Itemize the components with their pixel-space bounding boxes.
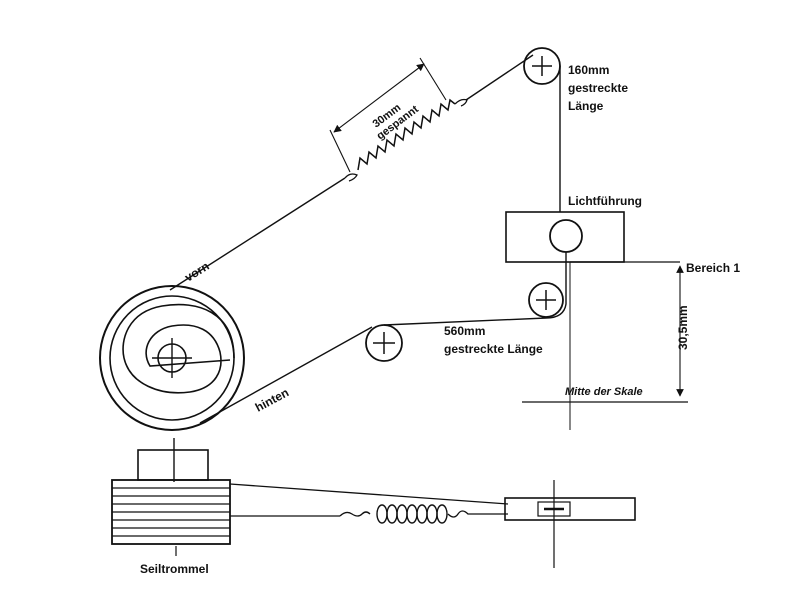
cable-drum-spiral — [99, 285, 245, 431]
cable-front-run — [169, 54, 534, 291]
vertical-length-value: 160mm — [568, 63, 609, 77]
horizontal-length-value: 560mm — [444, 324, 485, 338]
scale-center-label: Mitte der Skale — [565, 386, 643, 398]
distance-label: 30,5mm — [676, 305, 690, 350]
cable-horizontal — [383, 317, 547, 326]
light-guide — [505, 211, 625, 290]
distance-dimension: 30,5mm — [676, 265, 690, 397]
lower-pulley — [365, 324, 403, 362]
middle-pulley — [528, 282, 564, 318]
front-run-label: vorn — [182, 259, 211, 285]
cable-around-middle — [545, 290, 567, 319]
light-guide-label: Lichtführung — [568, 194, 642, 208]
spring-dimension: 30mm gespannt — [329, 57, 447, 173]
side-light-guide — [504, 480, 636, 568]
range-label: Bereich 1 — [686, 261, 740, 275]
horizontal-length-text: gestreckte Länge — [444, 342, 543, 356]
cable-back-run — [199, 326, 373, 424]
side-spring — [376, 504, 448, 524]
top-pulley — [523, 47, 561, 85]
drum-label: Seiltrommel — [140, 562, 209, 576]
vertical-length-word1: gestreckte — [568, 81, 628, 95]
side-cable-upper — [229, 483, 509, 505]
side-view-drum — [111, 438, 231, 556]
vertical-length-word2: Länge — [568, 99, 604, 113]
